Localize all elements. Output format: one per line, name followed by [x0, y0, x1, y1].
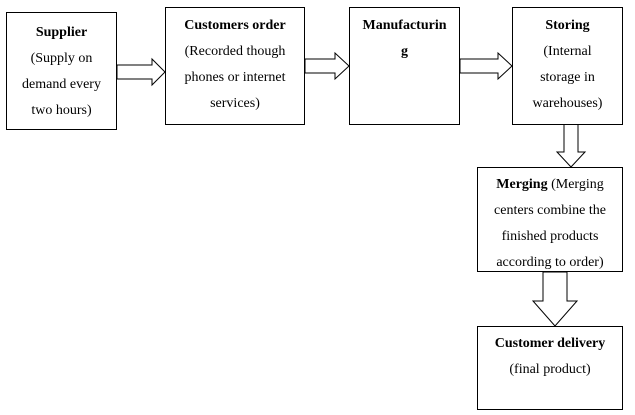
arrow-merging-to-delivery	[531, 271, 579, 327]
node-storing-title: Storing	[545, 18, 590, 33]
node-storing-line3: warehouses)	[532, 96, 603, 111]
arrow-supplier-to-order	[116, 57, 166, 87]
node-customer-delivery: Customer delivery (final product)	[477, 326, 623, 410]
node-manufacturing-title-line1: Manufacturin	[362, 18, 447, 33]
node-customers-order-line3: services)	[210, 96, 260, 111]
node-storing-line1: (Internal	[543, 44, 592, 59]
node-merging-title: Merging	[496, 177, 548, 192]
node-customers-order-line2: phones or internet	[184, 70, 286, 85]
node-customer-delivery-line1: (final product)	[509, 362, 591, 377]
node-merging-line1: (Merging	[547, 177, 604, 192]
arrow-storing-to-merging	[555, 123, 587, 168]
node-customers-order: Customers order (Recorded though phones …	[165, 7, 305, 125]
node-supplier-line3: two hours)	[31, 103, 92, 118]
node-manufacturing: Manufacturin g	[349, 7, 460, 125]
node-supplier-line2: demand every	[22, 77, 101, 92]
node-manufacturing-title-line2: g	[401, 44, 408, 59]
node-merging-line4: according to order)	[496, 255, 604, 270]
node-customer-delivery-title: Customer delivery	[494, 336, 606, 351]
node-merging-line2: centers combine the	[494, 203, 606, 218]
arrow-manufacturing-to-storing	[459, 51, 513, 81]
node-storing: Storing (Internal storage in warehouses)	[512, 7, 623, 125]
node-customers-order-title: Customers order	[184, 18, 286, 33]
node-storing-line2: storage in	[540, 70, 595, 85]
node-supplier-title: Supplier	[35, 25, 88, 40]
node-supplier: Supplier (Supply on demand every two hou…	[6, 12, 117, 130]
node-supplier-line1: (Supply on	[30, 51, 93, 66]
arrow-order-to-manufacturing	[304, 51, 350, 81]
node-merging-line3: finished products	[501, 229, 599, 244]
node-customers-order-line1: (Recorded though	[184, 44, 286, 59]
node-merging: Merging (Merging centers combine the fin…	[477, 167, 623, 272]
